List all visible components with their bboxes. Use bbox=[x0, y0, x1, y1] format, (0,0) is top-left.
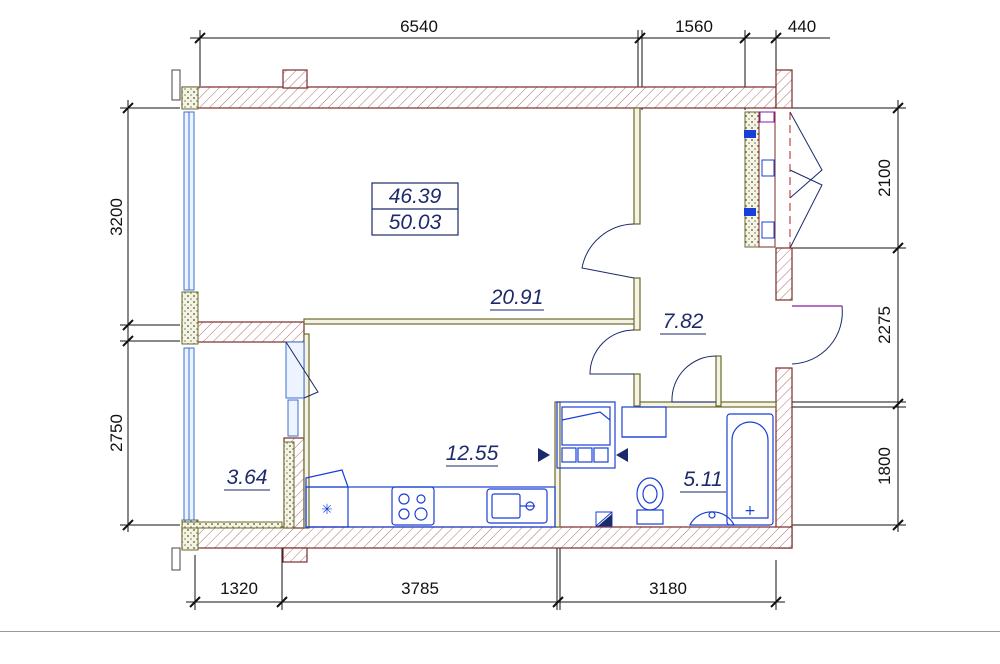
area-living-room: 20.91 bbox=[490, 286, 544, 309]
area-balcony: 3.64 bbox=[227, 466, 268, 489]
svg-text:✳: ✳ bbox=[321, 502, 333, 518]
bathtub: + bbox=[726, 413, 774, 526]
windows bbox=[171, 69, 195, 571]
area-overall-total: 50.03 bbox=[389, 211, 442, 234]
stove bbox=[391, 486, 435, 526]
dim-bottom-3: 3180 bbox=[649, 579, 687, 598]
dim-bottom-1: 1320 bbox=[220, 579, 258, 598]
dimension-bottom: 1320 3785 3180 bbox=[186, 548, 785, 610]
dimension-left: 3200 2750 bbox=[107, 100, 180, 532]
kitchen-sink bbox=[486, 488, 548, 524]
washer bbox=[621, 406, 667, 438]
appliance-cabinet bbox=[538, 401, 628, 469]
partitions bbox=[303, 107, 777, 529]
area-living-total: 46.39 bbox=[389, 185, 442, 208]
page-divider bbox=[0, 631, 1000, 632]
dim-left-1: 3200 bbox=[107, 198, 126, 236]
area-hallway: 7.82 bbox=[663, 310, 704, 333]
dim-left-2: 2750 bbox=[107, 414, 126, 452]
svg-text:+: + bbox=[744, 503, 756, 519]
area-bathroom: 5.11 bbox=[683, 468, 722, 491]
dim-top-3: 440 bbox=[788, 17, 816, 36]
dim-top-2: 1560 bbox=[675, 17, 713, 36]
dim-right-2: 2275 bbox=[875, 306, 894, 344]
balcony-door bbox=[285, 341, 319, 437]
walls bbox=[181, 69, 793, 563]
entry-door bbox=[744, 111, 823, 249]
dim-bottom-2: 3785 bbox=[401, 579, 439, 598]
dimension-right: 2100 2275 1800 bbox=[790, 100, 906, 532]
room-labels: 20.91 7.82 12.55 3.64 5.11 bbox=[224, 286, 726, 493]
dim-right-3: 1800 bbox=[875, 447, 894, 485]
washbasin bbox=[689, 511, 735, 526]
area-kitchen: 12.55 bbox=[446, 442, 499, 465]
interior-doors bbox=[581, 223, 843, 403]
dimension-top: 6540 1560 440 bbox=[190, 17, 830, 110]
toilet bbox=[636, 477, 664, 525]
dim-right-1: 2100 bbox=[875, 159, 894, 197]
total-area-box: 46.39 50.03 bbox=[371, 182, 459, 236]
dim-top-1: 6540 bbox=[400, 17, 438, 36]
